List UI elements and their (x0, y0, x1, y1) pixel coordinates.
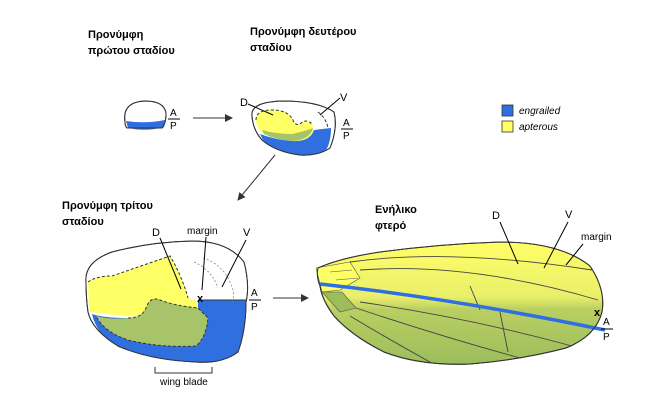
adult-dorsal-label: D (492, 210, 500, 222)
arrow-second-to-third (237, 154, 276, 201)
legend-apterous-label: apterous (519, 122, 558, 133)
adult-wing (315, 241, 606, 365)
second-dorsal-label: D (240, 97, 248, 109)
third-ap-posterior: P (251, 302, 258, 313)
first-instar-engrailed-domain (126, 120, 165, 130)
third-instar-apterous-domain (88, 256, 198, 317)
legend-apterous-swatch (501, 120, 514, 133)
third-instar-line-2: σταδίου (62, 216, 104, 228)
wing-blade-label: wing blade (159, 377, 208, 388)
first-ap-anterior: A (170, 108, 177, 119)
third-dorsal-pointer (159, 237, 182, 290)
second-ap-posterior: P (343, 131, 350, 142)
adult-margin-label: margin (581, 232, 612, 243)
legend-engrailed-swatch (501, 104, 514, 117)
second-instar-engrailed-domain (260, 128, 331, 156)
first-instar-label: Προνύμφη πρώτου σταδίου (88, 29, 175, 57)
adult-dorsal-pointer (499, 221, 519, 265)
first-instar-line-2: πρώτου σταδίου (88, 45, 175, 57)
third-ap-anterior: A (251, 288, 258, 299)
adult-margin-pointer (565, 243, 584, 266)
adult-ap-anterior: A (603, 317, 610, 328)
second-dorsal-pointer (247, 103, 274, 116)
adult-wing-label: Ενήλικο φτερό (375, 204, 420, 232)
adult-boundary-x: x (594, 307, 601, 319)
adult-ventral-label: V (565, 209, 573, 221)
first-instar-disc (124, 100, 167, 130)
third-instar-line-1: Προνύμφη τρίτου (62, 200, 153, 212)
third-dorsal-label: D (152, 227, 160, 239)
first-instar-line-1: Προνύμφη (88, 29, 144, 41)
second-ventral-pointer (319, 97, 341, 116)
wing-blade-bracket: wing blade (154, 367, 213, 388)
third-instar-label: Προνύμφη τρίτου σταδίου (62, 200, 156, 228)
third-ventral-label: V (243, 227, 251, 239)
second-instar-label: Προνύμφη δευτέρου σταδίου (250, 26, 360, 54)
second-instar-disc (251, 100, 336, 156)
adult-wing-line-2: φτερό (375, 220, 406, 232)
adult-ap-posterior: P (603, 332, 610, 343)
second-instar-line-2: σταδίου (250, 42, 292, 54)
third-instar-ap-marker: A P (249, 288, 261, 313)
adult-wing-line-1: Ενήλικο (375, 204, 417, 216)
second-ventral-label: V (340, 92, 348, 104)
second-instar-ap-marker: A P (341, 118, 353, 142)
second-ap-anterior: A (343, 118, 350, 129)
third-margin-pointer (201, 236, 207, 291)
adult-ap-boundary (319, 282, 606, 332)
third-margin-label: margin (187, 226, 218, 237)
third-boundary-x: x (197, 293, 204, 305)
first-ap-posterior: P (170, 121, 177, 132)
adult-ap-marker: A P (601, 317, 613, 343)
third-ventral-pointer (221, 239, 247, 288)
legend: engrailed apterous (501, 104, 561, 133)
first-instar-ap-marker: A P (168, 108, 180, 132)
third-instar-disc (85, 240, 249, 363)
second-instar-line-1: Προνύμφη δευτέρου (250, 26, 356, 38)
adult-ventral-pointer (543, 221, 569, 269)
legend-engrailed-label: engrailed (519, 106, 561, 117)
